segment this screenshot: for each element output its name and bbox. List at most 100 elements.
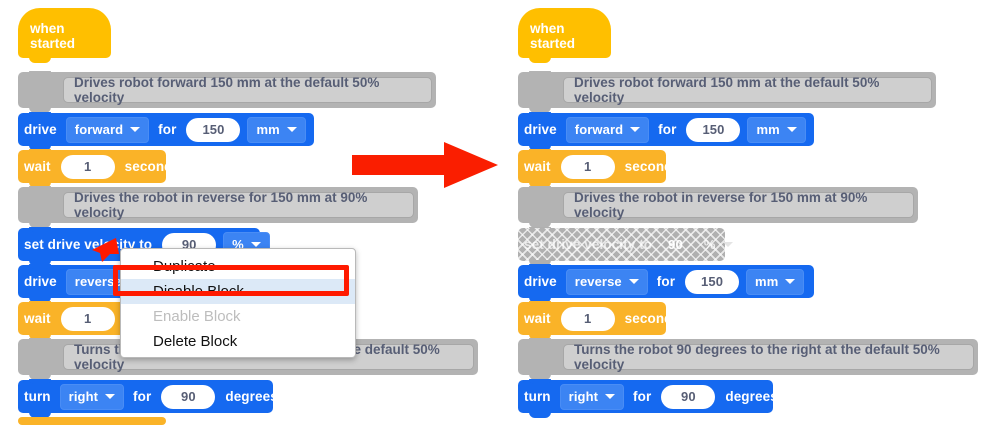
comment-block-left-1[interactable]: Drives robot forward 150 mm at the defau…: [18, 71, 436, 113]
unit-label: degrees: [225, 389, 278, 404]
chevron-down-icon: [130, 127, 141, 132]
play-icon[interactable]: [316, 122, 328, 137]
angle-input[interactable]: 90: [661, 384, 716, 409]
block-turn-right-left[interactable]: turn right for 90 degrees: [18, 379, 303, 418]
comment-text: Drives the robot in reverse for 150 mm a…: [563, 190, 914, 220]
block-set-drive-velocity-right-disabled[interactable]: set drive velocity to 90 %: [518, 227, 733, 266]
direction-dropdown[interactable]: forward: [65, 116, 150, 143]
chevron-down-icon: [105, 394, 116, 399]
annotation-highlight-box: [113, 265, 349, 296]
chevron-down-icon: [785, 279, 796, 284]
block-wait-right-2[interactable]: wait 1 seconds: [518, 301, 680, 340]
block-label: when started: [530, 21, 576, 51]
block-label: turn: [24, 389, 51, 404]
angle-input[interactable]: 90: [161, 384, 216, 409]
unit-dropdown[interactable]: mm: [747, 116, 806, 143]
seconds-input[interactable]: 1: [60, 154, 115, 179]
direction-value: reverse: [574, 274, 622, 289]
chevron-down-icon: [250, 242, 261, 247]
comment-block-left-2[interactable]: Drives the robot in reverse for 150 mm a…: [18, 186, 418, 228]
comment-block-right-3[interactable]: Turns the robot 90 degrees to the right …: [518, 338, 978, 380]
comment-block-right-2[interactable]: Drives the robot in reverse for 150 mm a…: [518, 186, 918, 228]
comment-block-right-1[interactable]: Drives robot forward 150 mm at the defau…: [518, 71, 936, 113]
direction-dropdown[interactable]: forward: [565, 116, 650, 143]
block-drive-forward-right[interactable]: drive forward for 150 mm: [518, 112, 828, 151]
distance-input[interactable]: 150: [186, 117, 241, 142]
direction-value: forward: [74, 122, 124, 137]
seconds-input[interactable]: 1: [60, 306, 115, 331]
unit-value: mm: [256, 122, 280, 137]
chevron-down-icon: [628, 279, 639, 284]
play-icon[interactable]: [791, 389, 803, 404]
unit-value: %: [703, 237, 716, 252]
unit-label: seconds: [624, 311, 681, 326]
block-label: wait: [524, 159, 551, 174]
block-label: drive: [524, 274, 557, 289]
unit-dropdown[interactable]: %: [696, 233, 741, 257]
block-label: drive: [24, 274, 57, 289]
unit-value: %: [232, 237, 244, 252]
block-turn-right-right[interactable]: turn right for 90 degrees: [518, 379, 803, 418]
for-label: for: [133, 389, 152, 404]
workspace-after: when started Drives robot forward 150 mm…: [500, 0, 997, 445]
unit-value: mm: [755, 274, 779, 289]
block-wait-right-1[interactable]: wait 1 seconds: [518, 149, 680, 188]
menu-item-enable-block: Enable Block: [153, 308, 241, 325]
play-icon[interactable]: [816, 122, 828, 137]
block-wait-left-1[interactable]: wait 1 seconds: [18, 149, 180, 188]
chevron-down-icon: [286, 127, 297, 132]
block-when-started-left[interactable]: when started: [18, 8, 111, 63]
play-icon[interactable]: [815, 274, 827, 289]
direction-dropdown[interactable]: right: [559, 383, 625, 410]
unit-value: mm: [756, 122, 780, 137]
hat-cap: [18, 8, 111, 30]
block-label: wait: [24, 311, 51, 326]
unit-dropdown[interactable]: mm: [746, 268, 805, 295]
unit-label: degrees: [725, 389, 778, 404]
block-when-started-right[interactable]: when started: [518, 8, 611, 63]
chevron-down-icon: [786, 127, 797, 132]
block-drive-forward-left[interactable]: drive forward for 150 mm: [18, 112, 328, 151]
for-label: for: [158, 122, 177, 137]
comment-text: Drives the robot in reverse for 150 mm a…: [63, 190, 414, 220]
chevron-down-icon: [722, 242, 733, 247]
block-label: drive: [24, 122, 57, 137]
menu-item-delete-block[interactable]: Delete Block: [153, 333, 238, 350]
direction-value: forward: [574, 122, 624, 137]
block-label: set drive velocity to: [24, 237, 153, 252]
comment-text: Drives robot forward 150 mm at the defau…: [63, 75, 432, 105]
block-label: when started: [30, 21, 76, 51]
direction-dropdown[interactable]: right: [59, 383, 125, 410]
chevron-down-icon: [605, 394, 616, 399]
direction-dropdown[interactable]: reverse: [565, 268, 648, 295]
distance-input[interactable]: 150: [685, 269, 740, 294]
seconds-input[interactable]: 1: [560, 154, 615, 179]
seconds-input[interactable]: 1: [560, 306, 615, 331]
mouse-cursor-icon: [92, 238, 119, 262]
unit-dropdown[interactable]: mm: [247, 116, 306, 143]
workspace-before: when started Drives robot forward 150 mm…: [0, 0, 478, 445]
direction-value: right: [568, 389, 599, 404]
block-label: turn: [524, 389, 551, 404]
comment-text: Turns the robot 90 degrees to the right …: [563, 342, 974, 372]
for-label: for: [658, 122, 677, 137]
play-icon[interactable]: [291, 389, 303, 404]
distance-input[interactable]: 150: [686, 117, 741, 142]
velocity-input[interactable]: 90: [668, 237, 683, 252]
comment-text: Drives robot forward 150 mm at the defau…: [563, 75, 932, 105]
block-drive-reverse-right[interactable]: drive reverse for 150 mm: [518, 264, 827, 303]
unit-label: seconds: [624, 159, 681, 174]
direction-value: reverse: [74, 274, 122, 289]
chevron-down-icon: [630, 127, 641, 132]
hat-cap: [518, 8, 611, 30]
block-label: wait: [524, 311, 551, 326]
transition-arrow-icon: [352, 142, 498, 188]
block-label: wait: [24, 159, 51, 174]
block-label: set drive velocity to: [524, 237, 653, 252]
for-label: for: [656, 274, 676, 289]
block-label: drive: [524, 122, 557, 137]
for-label: for: [633, 389, 652, 404]
direction-value: right: [68, 389, 99, 404]
block-partial-clipped-left: [18, 417, 166, 425]
unit-label: seconds: [124, 159, 181, 174]
